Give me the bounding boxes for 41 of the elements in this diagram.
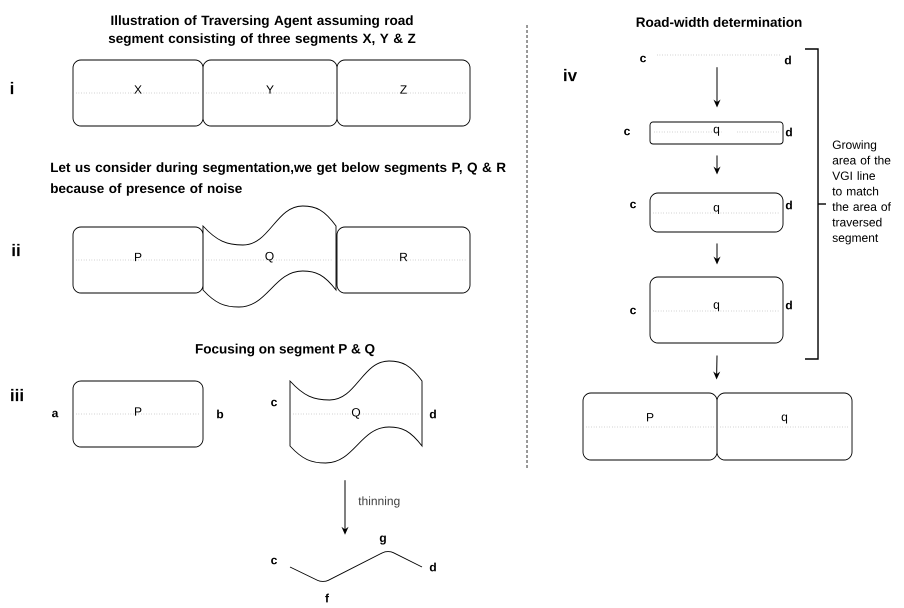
endpoint-label: b	[217, 410, 224, 418]
segment-box: P	[72, 380, 204, 448]
panel-numeral: iii	[11, 388, 23, 402]
endpoint-label: d	[786, 128, 792, 136]
thinned-line	[290, 551, 422, 582]
endpoint-label: d	[430, 562, 436, 572]
heading: Let us consider during segmentation,we get below segments P, Q & R because of presence of noise	[51, 162, 506, 196]
endpoint-label: g	[380, 536, 386, 544]
endpoint-label: d	[786, 300, 792, 310]
side-note: Growing area of the VGI line to match the area of traversed segment	[832, 140, 891, 244]
wavy-segment: Q	[290, 360, 422, 464]
endpoint-label: c	[630, 202, 636, 208]
segment-box: q	[650, 192, 784, 232]
endpoint-label: c	[630, 308, 636, 314]
segment-box: P	[72, 226, 204, 294]
endpoint-label: f	[325, 594, 330, 602]
endpoint-label: c	[624, 128, 630, 136]
segment-box: Z	[336, 60, 470, 126]
endpoint-label: c	[271, 400, 277, 406]
endpoint-label: a	[52, 410, 58, 418]
panel-numeral: i	[10, 82, 14, 94]
endpoint-label: d	[430, 410, 436, 418]
heading: Road-width determination	[636, 17, 802, 27]
segment-box: q	[650, 122, 784, 144]
panel-numeral: iv	[564, 68, 578, 82]
heading: Illustration of Traversing Agent assuming road segment consisting of three segments X, Y & Z	[108, 15, 416, 46]
endpoint-label: d	[786, 200, 792, 210]
segment-box: q	[650, 276, 784, 344]
panel-numeral: ii	[12, 244, 20, 256]
segment-box: X	[72, 60, 204, 126]
heading: Focusing on segment P & Q	[196, 344, 374, 356]
edge-label: thinning	[358, 496, 400, 508]
dotted-line	[656, 54, 780, 56]
wavy-segment: Q	[202, 206, 336, 308]
segment-box: q	[716, 392, 852, 460]
endpoint-label: d	[784, 56, 791, 64]
segment-box: R	[336, 226, 470, 294]
endpoint-label: c	[640, 56, 646, 62]
endpoint-label: c	[271, 558, 277, 564]
segment-box: Y	[202, 60, 338, 126]
segment-box: P	[582, 392, 718, 460]
